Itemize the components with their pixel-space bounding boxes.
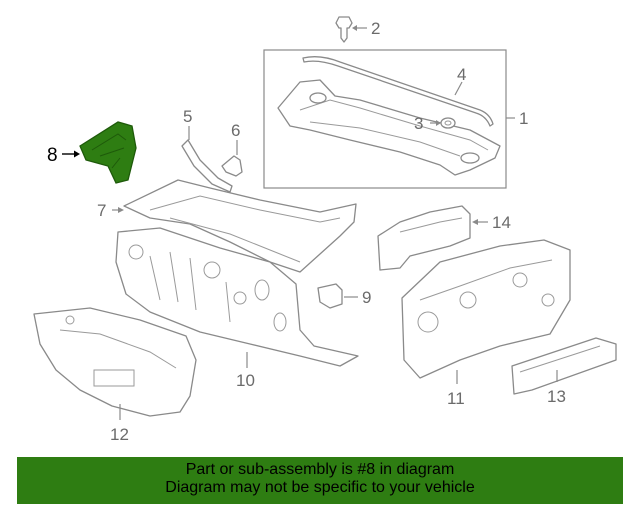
part-2-clip[interactable]	[335, 16, 367, 43]
callout-11: 11	[447, 389, 465, 408]
part-14-insulator[interactable]	[377, 205, 488, 271]
part-11-dash-insulator[interactable]	[401, 239, 571, 384]
callout-12: 12	[110, 425, 129, 444]
callout-14: 14	[492, 213, 511, 232]
callout-10: 10	[236, 371, 255, 390]
part-13-insulator[interactable]	[511, 337, 617, 395]
callout-9: 9	[362, 288, 371, 307]
part-3-grommet[interactable]	[430, 117, 456, 129]
part-5-seal[interactable]	[181, 126, 233, 193]
part-1-cowl-panel[interactable]	[277, 79, 501, 176]
assembly-box	[263, 49, 507, 189]
callout-3: 3	[414, 114, 423, 133]
banner-line-1: Part or sub-assembly is #8 in diagram	[185, 461, 455, 478]
callout-7: 7	[97, 201, 106, 220]
part-6-clip[interactable]	[221, 140, 243, 177]
part-9-bracket[interactable]	[317, 283, 358, 309]
callout-8: 8	[47, 145, 58, 166]
info-banner: Part or sub-assembly is #8 in diagram Di…	[17, 457, 623, 504]
parts-diagram: 1 2 3 4 5 6 7 8 9 10 11 12 13 14	[33, 16, 617, 444]
callout-1: 1	[519, 109, 528, 128]
callout-2: 2	[371, 19, 380, 38]
callout-5: 5	[183, 107, 192, 126]
part-7-extension-panel[interactable]	[112, 179, 357, 273]
part-10-dash-panel[interactable]	[115, 227, 359, 368]
part-4-seal[interactable]	[302, 56, 494, 127]
banner-line-2: Diagram may not be specific to your vehi…	[165, 479, 475, 496]
part-8-bracket[interactable]	[62, 121, 137, 184]
callout-6: 6	[231, 121, 240, 140]
callout-4: 4	[457, 65, 466, 84]
callout-13: 13	[547, 387, 566, 406]
part-12-insulator[interactable]	[33, 307, 197, 420]
